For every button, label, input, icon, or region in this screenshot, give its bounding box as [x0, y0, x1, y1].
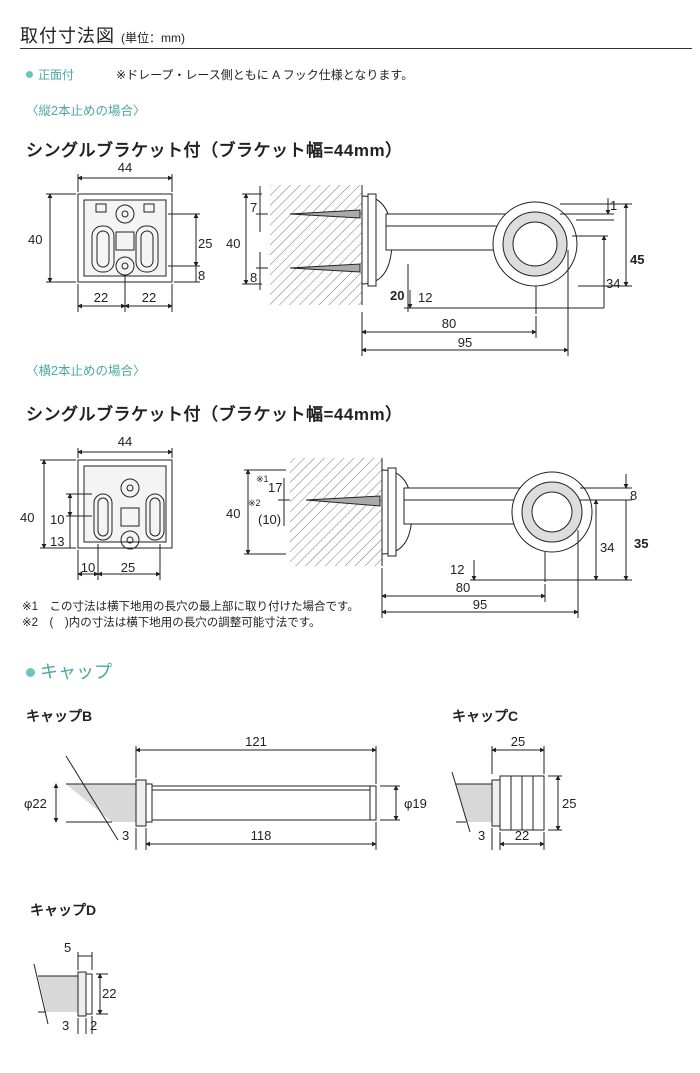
- svg-text:8: 8: [630, 488, 637, 503]
- cap-b-drawing: [53, 746, 400, 850]
- svg-text:34: 34: [600, 540, 614, 555]
- svg-text:118: 118: [251, 828, 272, 843]
- cap-c-drawing: [451, 746, 562, 850]
- cap-d-label: キャップD: [30, 902, 97, 918]
- svg-text:25: 25: [198, 236, 212, 251]
- section1-heading: シングルブラケット付（ブラケット幅=44mm）: [26, 141, 403, 160]
- page-title: 取付寸法図(単位：mm): [20, 26, 185, 46]
- note-1: ※1 この寸法は横下地用の長穴の最上部に取り付けた場合です。: [22, 601, 359, 613]
- svg-text:22: 22: [102, 986, 116, 1001]
- cap-b-label: キャップB: [26, 708, 93, 724]
- svg-text:8: 8: [198, 268, 205, 283]
- section1-front-view: [46, 174, 200, 312]
- section1-subtitle: 〈縦2本止めの場合〉: [26, 104, 146, 118]
- svg-text:40: 40: [28, 232, 42, 247]
- svg-text:17: 17: [268, 480, 282, 495]
- svg-text:8: 8: [250, 270, 257, 285]
- bullet-dot-icon: [26, 668, 35, 677]
- title-bar: 取付寸法図(単位：mm): [20, 22, 692, 49]
- svg-text:12: 12: [450, 562, 464, 577]
- section2-front-view: [40, 448, 173, 580]
- svg-text:40: 40: [226, 506, 240, 521]
- svg-text:80: 80: [456, 580, 470, 595]
- svg-text:5: 5: [64, 940, 71, 955]
- svg-text:22: 22: [142, 290, 156, 305]
- svg-text:95: 95: [458, 335, 472, 350]
- section2-side-view: [244, 458, 632, 618]
- svg-text:3: 3: [478, 828, 485, 843]
- cap-d-drawing: [33, 952, 108, 1034]
- svg-text:7: 7: [250, 200, 257, 215]
- svg-text:※1: ※1: [256, 474, 269, 484]
- section2-subtitle: 〈横2本止めの場合〉: [26, 364, 146, 378]
- svg-text:45: 45: [630, 252, 644, 267]
- cap-b-labels: 121 118 3 φ22 φ19: [24, 734, 427, 843]
- svg-text:25: 25: [121, 560, 135, 575]
- section1-side-view: [242, 185, 632, 356]
- svg-text:40: 40: [226, 236, 240, 251]
- section2-side-labels: ※1 17 ※2 (10) 40 8 34 35 12 80 95: [226, 474, 648, 612]
- section2-heading: シングルブラケット付（ブラケット幅=44mm）: [26, 405, 403, 424]
- section2-front-labels: 44 40 10 13 10 25: [20, 434, 135, 575]
- svg-text:10: 10: [50, 512, 64, 527]
- cap-section-title: キャップ: [26, 658, 112, 684]
- svg-text:44: 44: [118, 160, 132, 175]
- svg-text:44: 44: [118, 434, 132, 449]
- section1-side-labels: 7 40 8 1 45 34 20 12 80 95: [226, 198, 644, 350]
- svg-text:2: 2: [90, 1018, 97, 1033]
- svg-text:1: 1: [610, 198, 617, 213]
- svg-text:φ22: φ22: [24, 796, 47, 811]
- svg-text:40: 40: [20, 510, 34, 525]
- svg-text:φ19: φ19: [404, 796, 427, 811]
- svg-text:34: 34: [606, 276, 620, 291]
- svg-text:3: 3: [122, 828, 129, 843]
- svg-text:20: 20: [390, 288, 404, 303]
- svg-text:※2: ※2: [248, 498, 261, 508]
- bullet-dot-icon: [26, 71, 33, 78]
- svg-text:35: 35: [634, 536, 648, 551]
- section1-front-labels: 44 40 25 8 22 22: [28, 160, 212, 305]
- svg-text:13: 13: [50, 534, 64, 549]
- front-note-line: 正面付 ※ドレープ・レース側ともに A フック仕様となります。: [26, 66, 413, 83]
- front-label: 正面付: [38, 68, 75, 82]
- front-note: ※ドレープ・レース側ともに A フック仕様となります。: [116, 68, 414, 82]
- svg-text:22: 22: [94, 290, 108, 305]
- svg-text:(10): (10): [258, 512, 281, 527]
- svg-text:25: 25: [562, 796, 576, 811]
- svg-text:80: 80: [442, 316, 456, 331]
- unit-label: (単位：mm): [121, 31, 185, 45]
- svg-text:3: 3: [62, 1018, 69, 1033]
- svg-text:10: 10: [81, 560, 95, 575]
- cap-c-label: キャップC: [452, 708, 519, 724]
- svg-text:22: 22: [515, 828, 529, 843]
- svg-text:12: 12: [418, 290, 432, 305]
- svg-text:95: 95: [473, 597, 487, 612]
- cap-d-labels: 5 22 3 2: [62, 940, 116, 1033]
- note-2: ※2 ( )内の寸法は横下地用の長穴の調整可能寸法です。: [22, 617, 321, 629]
- svg-text:121: 121: [245, 734, 267, 749]
- cap-c-labels: 25 25 3 22: [478, 734, 576, 843]
- svg-text:25: 25: [511, 734, 525, 749]
